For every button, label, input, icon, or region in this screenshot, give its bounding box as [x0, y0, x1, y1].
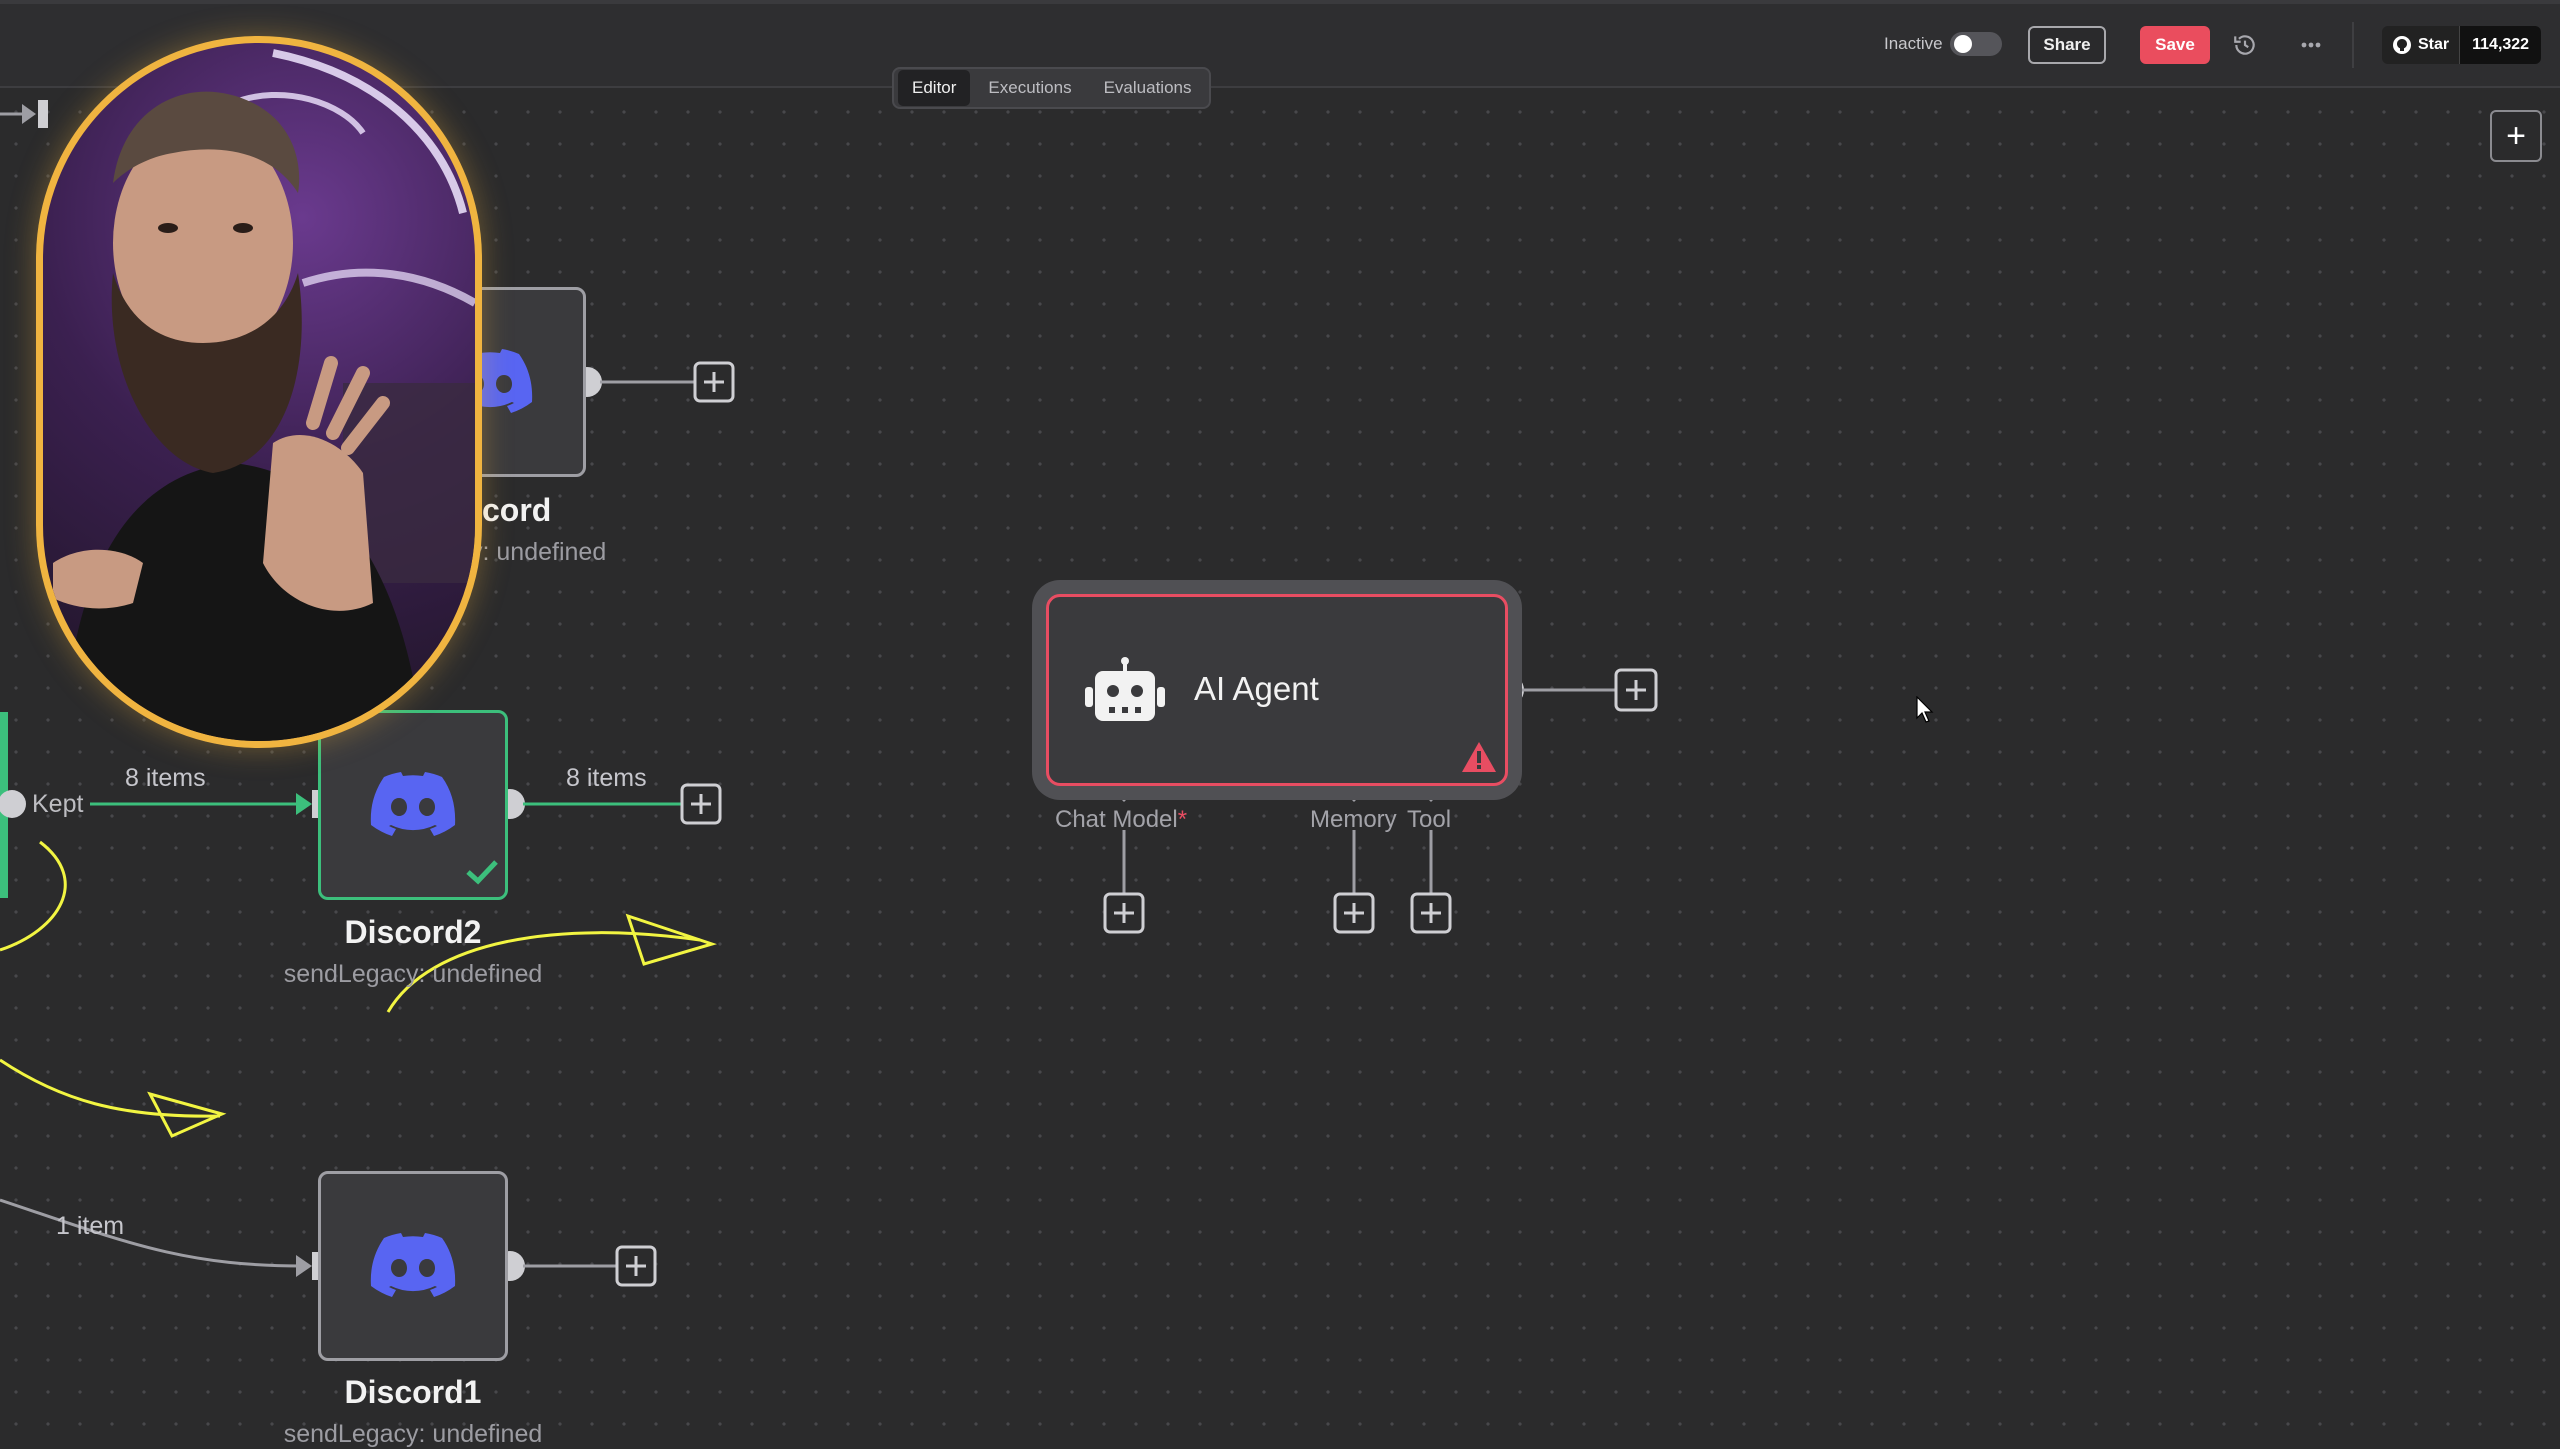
edge-label-count: 8 items [125, 764, 206, 792]
discord2-node[interactable] [318, 710, 508, 900]
annotation-scribble [386, 931, 701, 1013]
tab-executions[interactable]: Executions [988, 78, 1072, 97]
discord-icon [370, 772, 456, 836]
robot-icon [1085, 657, 1165, 721]
node-title: cord [482, 492, 552, 528]
toolbar-divider [2352, 22, 2354, 68]
history-icon[interactable] [2232, 32, 2258, 58]
edge-arrow [296, 1255, 312, 1277]
input-port [312, 790, 322, 818]
more-options-icon[interactable] [2296, 32, 2326, 58]
edge-arrow [22, 104, 36, 124]
annotation-arrow [147, 1091, 227, 1138]
tool-label: Tool [1407, 806, 1452, 833]
share-button[interactable]: Share [2028, 26, 2106, 64]
warning-icon[interactable] [1461, 741, 1497, 773]
input-port [38, 100, 48, 128]
top-edge [0, 0, 2560, 4]
plus-icon [704, 372, 724, 392]
node-subtitle: sendLegacy: undefined [283, 960, 543, 988]
edge-label-count: 8 items [566, 764, 647, 792]
discord-icon [370, 1233, 456, 1297]
chat-model-text: Chat Model [1055, 806, 1178, 833]
mouse-cursor-icon [1916, 696, 1934, 723]
add-node-button[interactable]: + [2490, 110, 2542, 162]
edge-to-discord1 [0, 1198, 303, 1268]
github-icon [2393, 36, 2411, 54]
edge-label-kept: Kept [32, 790, 84, 818]
plus-icon [691, 794, 711, 814]
top-bar: Inactive Share Save Star 114,322 [0, 0, 2560, 88]
chat-model-label: Chat Model* [1055, 806, 1187, 834]
plus-icon [1626, 680, 1646, 700]
annotation-scribble [0, 1058, 221, 1118]
save-button[interactable]: Save [2140, 26, 2210, 64]
input-port [312, 1252, 322, 1280]
plus-icon [1421, 903, 1441, 923]
memory-label: Memory [1310, 806, 1397, 833]
webcam-overlay [36, 36, 482, 748]
github-star: Star [2382, 26, 2460, 64]
node-title: Discord2 [344, 914, 482, 950]
node-title: Discord1 [344, 1374, 482, 1410]
discord1-node[interactable] [318, 1171, 508, 1361]
plus-icon [1344, 903, 1364, 923]
tab-editor[interactable]: Editor [898, 70, 971, 106]
github-star-button[interactable]: Star 114,322 [2382, 26, 2542, 64]
view-tabs: Editor Executions Evaluations [892, 67, 1212, 109]
plus-icon [1114, 903, 1134, 923]
presenter-video [53, 49, 475, 741]
ai-agent-node[interactable] [1046, 594, 1508, 786]
github-star-label: Star [2418, 36, 2450, 53]
required-marker: * [1177, 806, 1188, 833]
active-toggle[interactable] [1950, 32, 2002, 56]
edge-arrow [296, 793, 312, 815]
annotation-arrow [625, 913, 718, 966]
tab-evaluations[interactable]: Evaluations [1103, 78, 1192, 97]
node-subtitle: sendLegacy: undefined [283, 1420, 543, 1448]
plus-icon [626, 1256, 646, 1276]
annotation-scribble [0, 840, 67, 952]
edge-label-count: 1 item [56, 1212, 125, 1240]
ai-agent-title: AI Agent [1194, 670, 1319, 707]
output-port-kept[interactable] [0, 790, 26, 818]
toggle-knob [1954, 35, 1972, 53]
github-star-count: 114,322 [2459, 26, 2542, 64]
node-subtitle: y: undefined [470, 538, 607, 566]
success-check-icon [466, 860, 498, 885]
workflow-status-label: Inactive [1884, 34, 1943, 53]
